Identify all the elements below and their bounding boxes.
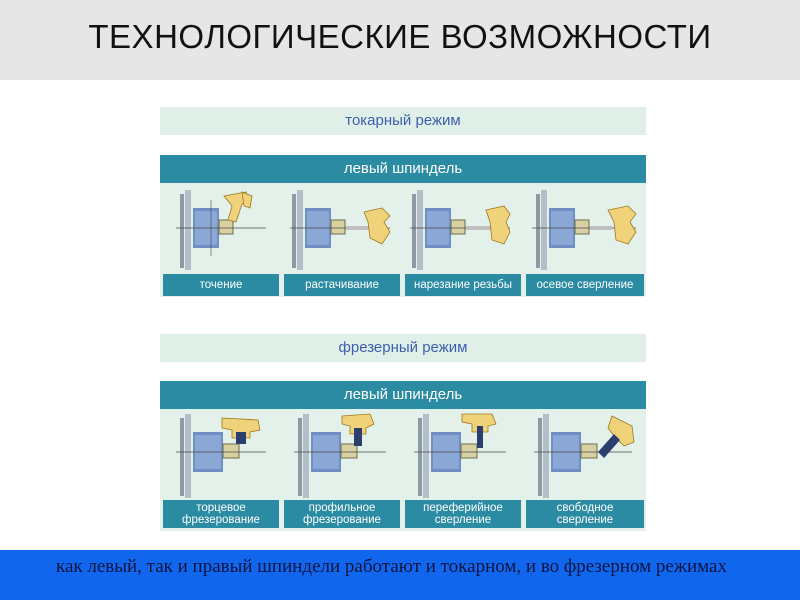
face-milling-icon [176, 414, 266, 498]
op-profile-milling-line2: фрезерование [303, 514, 381, 526]
caption-band [0, 550, 800, 600]
page-title: ТЕХНОЛОГИЧЕСКИЕ ВОЗМОЖНОСТИ [88, 18, 712, 55]
milling-spindle-bar: левый шпиндель [160, 381, 646, 409]
op-turning-label: точение [163, 274, 279, 296]
milling-mode-bar: фрезерный режим [160, 334, 646, 362]
op-free-drilling-line2: сверление [556, 514, 614, 526]
op-boring-label: растачивание [284, 274, 400, 296]
op-face-milling-line2: фрезерование [182, 514, 260, 526]
op-free-drilling-line1: свободное [556, 502, 614, 514]
op-threading-label: нарезание резьбы [405, 274, 521, 296]
lathe-turning-icon [176, 190, 266, 270]
lathe-boring-icon [290, 190, 391, 270]
op-peripheral-drilling-line2: сверление [434, 514, 492, 526]
lathe-threading-icon [410, 190, 511, 270]
peripheral-drilling-icon [414, 413, 506, 498]
lathe-axial-drilling-icon [532, 190, 637, 270]
op-axial-drilling-label: осевое сверление [526, 274, 644, 296]
caption-text: как левый, так и правый шпиндели работаю… [56, 556, 727, 577]
profile-milling-icon [294, 413, 386, 498]
free-drilling-icon [534, 414, 635, 498]
op-peripheral-drilling-line1: переферийное [423, 502, 503, 514]
op-profile-milling-line1: профильное [308, 502, 376, 514]
op-face-milling-line1: торцевое [196, 502, 246, 514]
turning-spindle-bar: левый шпиндель [160, 155, 646, 183]
turning-mode-bar: токарный режим [160, 107, 646, 135]
title-bar [0, 0, 800, 80]
